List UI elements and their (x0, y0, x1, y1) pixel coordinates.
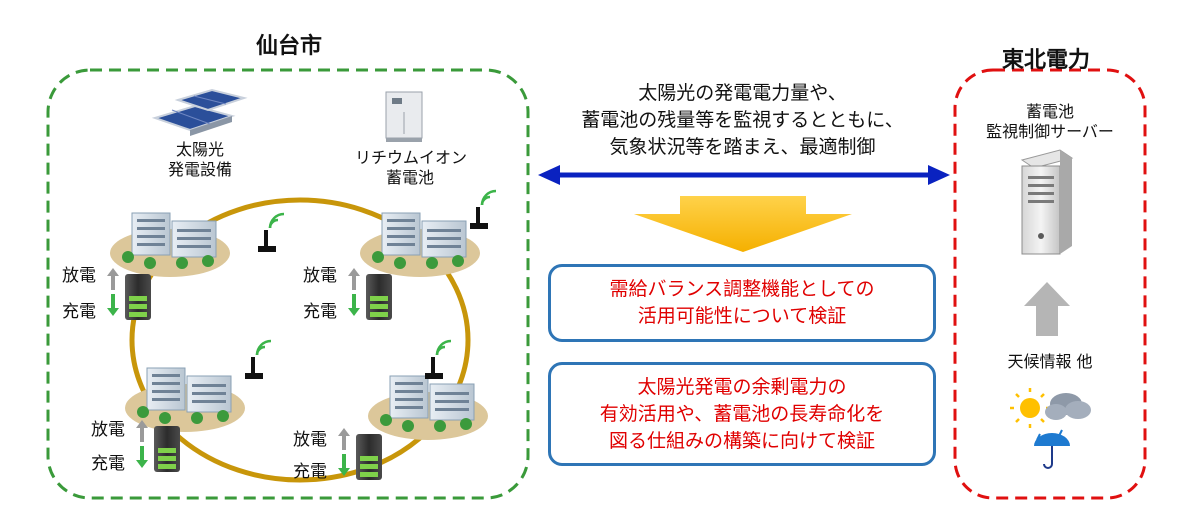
down-arrow-icon (634, 196, 852, 252)
tohoku-title: 東北電力 (1002, 48, 1091, 73)
discharge-label: 放電 (91, 420, 125, 440)
battery-unit-icon (348, 268, 392, 320)
building-cluster-icon (110, 212, 230, 277)
building-cluster-icon (360, 212, 480, 277)
lithium-battery-cabinet-icon (385, 91, 423, 142)
battery-unit-icon (107, 268, 151, 320)
battery-unit-icon (338, 428, 382, 480)
verification-box-surplus-power-line1: 太陽光発電の余剰電力の (637, 375, 847, 398)
building-cluster-icon (368, 375, 488, 440)
sendai-frame (46, 68, 530, 500)
verification-box-surplus-power-line3: 図る仕組みの構築に向けて検証 (608, 429, 875, 452)
charge-label: 充電 (293, 462, 327, 482)
building-cluster-icon (125, 367, 245, 432)
charge-label: 充電 (303, 302, 337, 322)
server-icon (1020, 149, 1074, 255)
cloud-icon (1045, 393, 1091, 420)
charge-label: 充電 (62, 302, 96, 322)
lithium-battery-label: リチウムイオン 蓄電池 (355, 148, 468, 188)
monitoring-message-line1: 太陽光の発電電力量や、 (638, 82, 847, 104)
network-ring (129, 197, 471, 483)
umbrella-icon (1034, 429, 1070, 469)
battery-unit-icon (136, 420, 180, 472)
solar-label-line1: 太陽光 (175, 140, 224, 159)
verification-box-surplus-power: 太陽光発電の余剰電力の 有効活用や、蓄電池の長寿命化を 図る仕組みの構築に向けて… (548, 362, 936, 466)
wireless-antenna-icon (425, 339, 452, 379)
verification-box-supply-demand: 需給バランス調整機能としての 活用可能性について検証 (548, 264, 936, 342)
sun-icon (1010, 388, 1050, 428)
solar-label-line2: 発電設備 (167, 160, 232, 179)
discharge-label: 放電 (62, 266, 96, 286)
up-arrow-icon (1024, 282, 1070, 336)
discharge-label: 放電 (293, 430, 327, 450)
discharge-label: 放電 (303, 266, 337, 286)
wireless-antenna-icon (245, 339, 272, 379)
solar-panel-icon (151, 88, 248, 136)
solar-label: 太陽光 発電設備 (150, 140, 250, 180)
server-label: 蓄電池 監視制御サーバー (970, 102, 1130, 142)
bidirectional-arrow-icon (538, 165, 950, 185)
lithium-battery-label-line2: 蓄電池 (385, 168, 434, 187)
verification-box-supply-demand-line1: 需給バランス調整機能としての (609, 278, 875, 300)
wireless-antenna-icon (470, 189, 497, 229)
verification-box-supply-demand-line2: 活用可能性について検証 (637, 305, 847, 327)
charge-label: 充電 (91, 454, 125, 474)
monitoring-message-line3: 気象状況等を踏まえ、最適制御 (609, 136, 876, 158)
lithium-battery-label-line1: リチウムイオン (355, 148, 468, 167)
sendai-title: 仙台市 (256, 34, 323, 59)
verification-box-surplus-power-line2: 有効活用や、蓄電池の長寿命化を (599, 402, 885, 425)
wireless-antenna-icon (258, 212, 285, 252)
server-label-line2: 監視制御サーバー (986, 122, 1114, 141)
monitoring-message: 太陽光の発電電力量や、 蓄電池の残量等を監視するとともに、 気象状況等を踏まえ、… (545, 80, 940, 161)
weather-info-label: 天候情報 他 (1007, 352, 1093, 371)
server-label-line1: 蓄電池 (1025, 102, 1074, 121)
monitoring-message-line2: 蓄電池の残量等を監視するとともに、 (581, 109, 904, 131)
tohoku-frame (953, 68, 1147, 500)
